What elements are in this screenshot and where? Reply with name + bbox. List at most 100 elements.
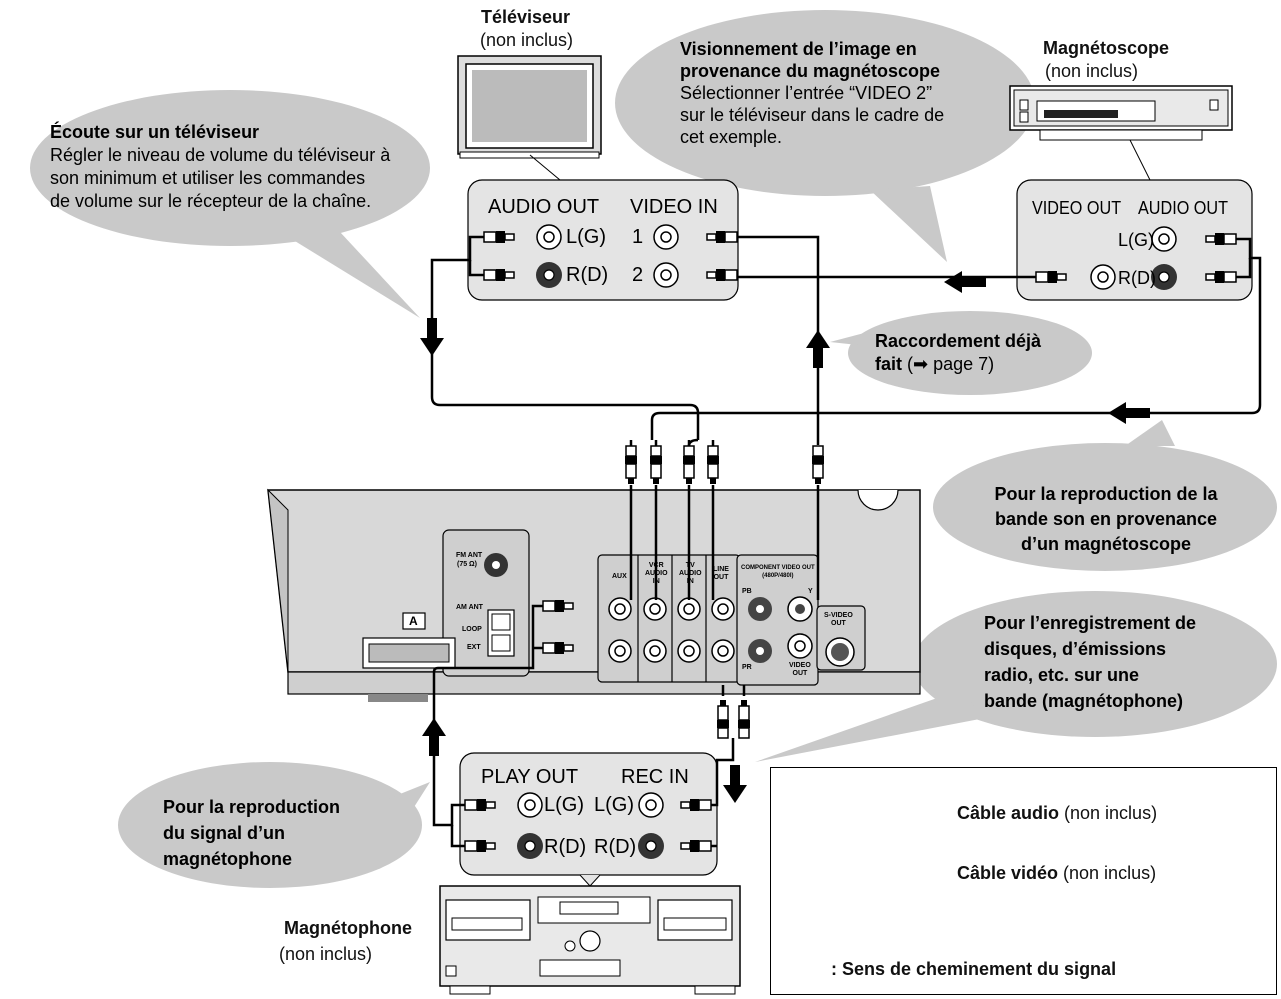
fm-ohm-label: (75 Ω) (457, 561, 478, 568)
tv-in2-label: 2 (632, 264, 644, 286)
vcr-audio-label: VCR AUDIO IN (645, 562, 668, 586)
bubble-line: fait (➡ page 7) (875, 353, 1041, 376)
component-label: COMPONENT VIDEO OUT (480P/480I) (741, 564, 815, 580)
bubble-vcr-view (615, 10, 1035, 262)
bubble-tape-play (118, 762, 430, 888)
vcr-illustration (1009, 85, 1233, 181)
bubble-line: Sélectionner l’entrée “VIDEO 2” (680, 83, 933, 103)
legend-video-note: (non inclus) (1058, 863, 1157, 883)
bubble-line: disques, d’émissions (984, 639, 1167, 659)
tv-left-label: L(G) (566, 226, 606, 248)
label-line: TV (685, 562, 695, 569)
panel-a-label: A (409, 614, 418, 628)
bubble-line: Pour la reproduction (163, 797, 341, 817)
y-label: Y (808, 588, 813, 595)
ext-label: EXT (467, 644, 481, 651)
vcr-video-out-label: VIDEO OUT (1032, 198, 1122, 218)
tv-audio-label: TV AUDIO IN (679, 562, 702, 586)
tape-title: Magnétophone (284, 918, 412, 938)
label-line: VCR (648, 562, 664, 569)
tv-audio-out-label: AUDIO OUT (488, 196, 600, 218)
bubble-line: magnétophone (163, 849, 292, 869)
tape-note: (non inclus) (279, 944, 373, 964)
vcr-audio-out-label: AUDIO OUT (1138, 198, 1229, 218)
bubble-line: radio, etc. sur une (984, 665, 1140, 685)
legend-audio: Câble audio (non inclus) (957, 803, 1157, 824)
label-line: VIDEO (789, 662, 811, 669)
bubble-line: Régler le niveau de volume du téléviseur… (50, 145, 391, 165)
bubble-line: du signal d’un (163, 823, 285, 843)
tape-deck-illustration (439, 874, 741, 995)
loop-label: LOOP (462, 626, 482, 633)
tv-video-in-label: VIDEO IN (630, 196, 718, 218)
bubble-line: de volume sur le récepteur de la chaîne. (50, 191, 372, 211)
label-line: IN (686, 578, 694, 585)
legend-box (770, 767, 1277, 995)
label-line: AUDIO (679, 570, 702, 577)
label-line: OUT (831, 620, 846, 627)
bubble-line: Pour la reproduction de la (994, 484, 1218, 504)
vcr-title: Magnétoscope (1043, 38, 1170, 58)
aux-label: AUX (612, 573, 627, 580)
vcr-jacks (1035, 226, 1237, 290)
vcr-right-label: R(D) (1118, 268, 1156, 288)
vcr-note: (non inclus) (1045, 61, 1139, 81)
label-line: OUT (713, 574, 729, 581)
bubble-title: Écoute sur un téléviseur (50, 122, 260, 142)
bubble-tv-listen-text: Écoute sur un téléviseur Régler le nivea… (50, 121, 390, 213)
label-line: S-VIDEO (824, 612, 853, 619)
tv-title: Téléviseur (481, 7, 571, 27)
tape-right-label: R(D) (544, 836, 587, 858)
tv-note: (non inclus) (480, 30, 574, 50)
tape-left-label: L(G) (544, 794, 584, 816)
pb-label: PB (742, 588, 752, 595)
vcr-panel (1016, 179, 1253, 301)
bubble-line: Raccordement déjà (875, 331, 1042, 351)
tape-right2-label: R(D) (594, 836, 637, 858)
label-line: AUDIO (645, 570, 668, 577)
bubble-record (755, 591, 1277, 762)
label-line: IN (652, 578, 660, 585)
page-reference: (➡ page 7) (902, 354, 995, 374)
legend-audio-label: Câble audio (957, 803, 1060, 823)
legend-video-label: Câble vidéo (957, 863, 1059, 883)
bubble-line: sur le téléviseur dans le cadre de (680, 105, 945, 125)
line-out-label: LINE OUT (713, 566, 729, 582)
bubble-vcr-view-text: Visionnement de l’image en provenance du… (680, 38, 944, 148)
tv-in1-label: 1 (632, 226, 644, 248)
bubble-bold: fait (875, 354, 902, 374)
tape-rec-in-label: REC IN (621, 766, 689, 788)
receiver-illustration (267, 488, 921, 702)
svideo-label: S-VIDEO OUT (824, 612, 853, 628)
bubble-title: provenance du magnétoscope (680, 61, 941, 81)
bubble-title: Visionnement de l’image en (680, 39, 917, 59)
bubble-line: d’un magnétoscope (1020, 534, 1191, 554)
tv-illustration (457, 55, 602, 181)
bubble-record-text: Pour l’enregistrement de disques, d’émis… (984, 610, 1196, 714)
vcr-left-label: L(G) (1118, 230, 1154, 250)
tape-jacks (464, 792, 712, 859)
tape-play-out-label: PLAY OUT (481, 766, 579, 788)
tv-right-label: R(D) (566, 264, 609, 286)
video-out-label: VIDEO OUT (789, 662, 811, 678)
bubble-vcr-sound-text: Pour la reproduction de la bande son en … (976, 482, 1236, 557)
fm-ant-label: FM ANT (456, 552, 483, 559)
tape-left2-label: L(G) (594, 794, 634, 816)
bubble-line: bande son en provenance (994, 509, 1218, 529)
legend-video: Câble vidéo (non inclus) (957, 863, 1156, 884)
bubble-already (830, 311, 1092, 395)
bubble-vcr-sound (933, 420, 1277, 571)
label-line: OUT (792, 670, 808, 677)
tv-jacks (483, 224, 738, 288)
bubble-line: son minimum et utiliser les commandes (50, 168, 366, 188)
bubble-already-text: Raccordement déjà fait (➡ page 7) (875, 330, 1041, 376)
bubble-line: cet exemple. (680, 127, 783, 147)
label-line: LINE (713, 566, 729, 573)
label-line: COMPONENT VIDEO OUT (741, 565, 815, 571)
am-ant-label: AM ANT (456, 604, 483, 611)
label-line: (480P/480I) (762, 573, 794, 579)
bubble-line: bande (magnétophone) (984, 691, 1183, 711)
pr-label: PR (742, 664, 752, 671)
legend-signal: : Sens de cheminement du signal (831, 959, 1117, 979)
